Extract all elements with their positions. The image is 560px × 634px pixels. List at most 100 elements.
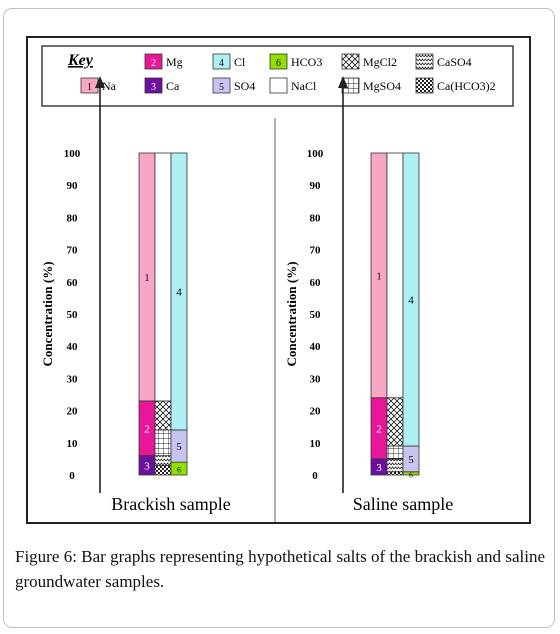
legend-label-ca-hco3-2: Ca(HCO3)2 bbox=[437, 79, 496, 93]
legend-swatch-number: 1 bbox=[87, 82, 92, 93]
y-tick-label: 40 bbox=[67, 341, 79, 353]
y-tick-label: 70 bbox=[67, 245, 79, 257]
bar-segment-label: 3 bbox=[376, 462, 382, 474]
bar-segment-nacl bbox=[386, 152, 404, 399]
bar-salts bbox=[154, 152, 172, 476]
bar-segment-cl bbox=[170, 152, 188, 431]
legend-item-ca: 3 Ca bbox=[144, 77, 180, 94]
y-tick-label: 20 bbox=[310, 406, 322, 418]
legend-item-so4: 5 SO4 bbox=[212, 77, 255, 94]
y-axis-label: Concentration (%) bbox=[40, 261, 55, 366]
bar-segment-nacl bbox=[154, 152, 172, 402]
bar-segment-label: 4 bbox=[408, 295, 414, 307]
legend-swatch-number: 2 bbox=[151, 58, 156, 69]
y-tick-label: 100 bbox=[64, 148, 81, 160]
legend-label-mgcl2: MgCl2 bbox=[363, 55, 397, 69]
legend-swatch-nacl bbox=[269, 77, 288, 94]
caption-label: Figure 6: bbox=[15, 547, 77, 566]
legend-title: Key bbox=[67, 52, 94, 69]
bar-salts bbox=[386, 152, 404, 476]
figure-frame bbox=[3, 8, 555, 628]
y-tick-label: 30 bbox=[310, 373, 322, 385]
panel-title: Saline sample bbox=[353, 494, 453, 514]
legend-swatch-so4 bbox=[212, 77, 231, 94]
legend-item-ca-hco3-2: Ca(HCO3)2 bbox=[415, 77, 496, 94]
legend-swatch-number: 4 bbox=[219, 58, 224, 69]
legend-swatch-number: 3 bbox=[151, 82, 156, 93]
legend-swatch-caso4 bbox=[415, 53, 434, 70]
legend-label-na: Na bbox=[102, 79, 117, 93]
bar-segment-caso4 bbox=[386, 458, 404, 473]
legend-item-mgso4: MgSO4 bbox=[341, 77, 401, 94]
legend-swatch-number: 5 bbox=[219, 82, 224, 93]
bar-segment-mgcl2 bbox=[386, 397, 404, 447]
legend-swatch-mg bbox=[144, 53, 163, 70]
y-tick-label: 70 bbox=[310, 245, 322, 257]
bar-segment-ca-hco3-2 bbox=[154, 464, 172, 476]
y-tick-label: 50 bbox=[310, 309, 322, 321]
legend-label-nacl: NaCl bbox=[291, 79, 317, 93]
bar-segment-label: 1 bbox=[144, 272, 150, 284]
legend-label-cl: Cl bbox=[234, 55, 246, 69]
bar-segment-ca-hco3-2 bbox=[386, 471, 404, 476]
legend-item-caso4: CaSO4 bbox=[415, 53, 472, 70]
bar-segment-label: 6 bbox=[177, 466, 181, 475]
figure-caption: Figure 6: Bar graphs representing hypoth… bbox=[15, 544, 545, 594]
bar-segment-cl bbox=[402, 152, 420, 447]
legend-item-mg: 2 Mg bbox=[144, 53, 183, 70]
legend-swatch-ca-hco3-2 bbox=[415, 77, 434, 94]
legend-item-na: 1 Na bbox=[80, 77, 117, 94]
y-tick-label: 90 bbox=[67, 180, 79, 192]
legend-label-hco3: HCO3 bbox=[291, 55, 322, 69]
legend-item-nacl: NaCl bbox=[269, 77, 317, 94]
legend-swatch-hco3 bbox=[269, 53, 288, 70]
y-tick-label: 40 bbox=[310, 341, 322, 353]
bar-segment-label: 3 bbox=[144, 460, 150, 472]
bar-cations: 3 2 1 bbox=[138, 152, 156, 476]
bar-anions: 654 bbox=[170, 152, 188, 476]
legend-swatch-mgcl2 bbox=[341, 53, 360, 70]
legend-swatch-cl bbox=[212, 53, 231, 70]
legend-label-ca: Ca bbox=[166, 79, 180, 93]
bar-segment-label: 5 bbox=[176, 441, 182, 453]
y-tick-label: 90 bbox=[310, 180, 322, 192]
bar-segment-mgcl2 bbox=[154, 400, 172, 431]
y-tick-label: 60 bbox=[67, 277, 79, 289]
legend-swatch-number: 6 bbox=[276, 58, 281, 69]
y-tick-label: 50 bbox=[67, 309, 79, 321]
bar-segment-mgso4 bbox=[386, 445, 404, 460]
y-axis-arrow bbox=[95, 76, 105, 88]
y-tick-label: 60 bbox=[310, 277, 322, 289]
legend-item-mgcl2: MgCl2 bbox=[341, 53, 397, 70]
bar-segment-label: 6 bbox=[409, 470, 413, 479]
caption-text: Bar graphs representing hypothetical sal… bbox=[15, 547, 546, 591]
y-tick-label: 0 bbox=[312, 470, 318, 482]
bar-anions: 654 bbox=[402, 152, 420, 479]
y-axis-arrow bbox=[338, 76, 348, 88]
bar-segment-label: 2 bbox=[144, 423, 150, 435]
bar-segment-caso4 bbox=[154, 455, 172, 466]
bar-cations: 321 bbox=[370, 152, 388, 476]
y-tick-label: 10 bbox=[67, 438, 79, 450]
legend-label-mg: Mg bbox=[166, 55, 183, 69]
y-tick-label: 80 bbox=[67, 212, 79, 224]
legend-label-mgso4: MgSO4 bbox=[363, 79, 401, 93]
y-tick-label: 30 bbox=[67, 373, 79, 385]
y-tick-label: 20 bbox=[67, 406, 79, 418]
y-tick-label: 80 bbox=[310, 212, 322, 224]
y-tick-label: 10 bbox=[310, 438, 322, 450]
bar-segment-mgso4 bbox=[154, 429, 172, 457]
legend-item-cl: 4 Cl bbox=[212, 53, 246, 70]
y-tick-label: 0 bbox=[69, 470, 75, 482]
panel-title: Brackish sample bbox=[111, 494, 230, 514]
legend-swatch-ca bbox=[144, 77, 163, 94]
legend-label-so4: SO4 bbox=[234, 79, 255, 93]
bar-segment-label: 1 bbox=[376, 270, 382, 282]
legend-label-caso4: CaSO4 bbox=[437, 55, 472, 69]
